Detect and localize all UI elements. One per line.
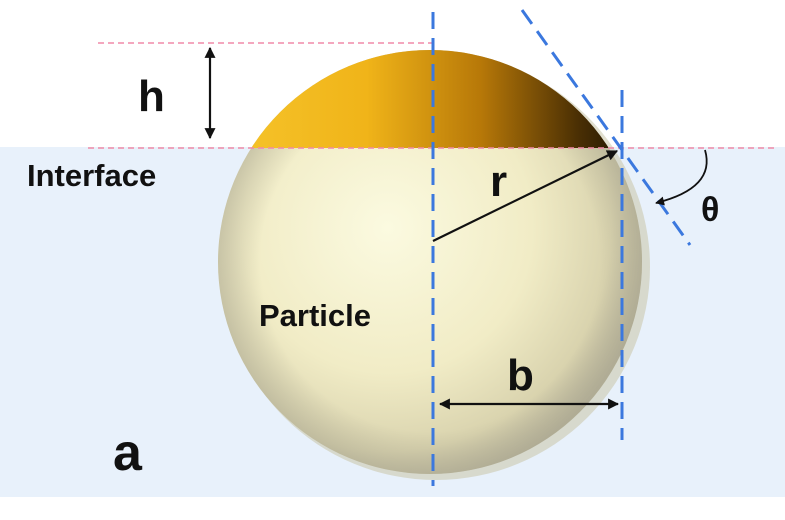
label-r: r [490, 157, 507, 206]
label-h: h [138, 72, 165, 121]
label-theta: θ [701, 191, 719, 229]
label-particle: Particle [259, 298, 371, 333]
label-b: b [507, 351, 534, 400]
label-interface: Interface [27, 158, 156, 193]
tangent-line [520, 9, 692, 246]
particle-sphere [218, 50, 650, 480]
radius-arrow [432, 150, 618, 242]
contact-angle-arc [655, 149, 708, 206]
sphere-edge-shade [218, 50, 642, 474]
label-panel-a: a [113, 424, 143, 482]
sphere-cap-above-interface [251, 50, 609, 148]
